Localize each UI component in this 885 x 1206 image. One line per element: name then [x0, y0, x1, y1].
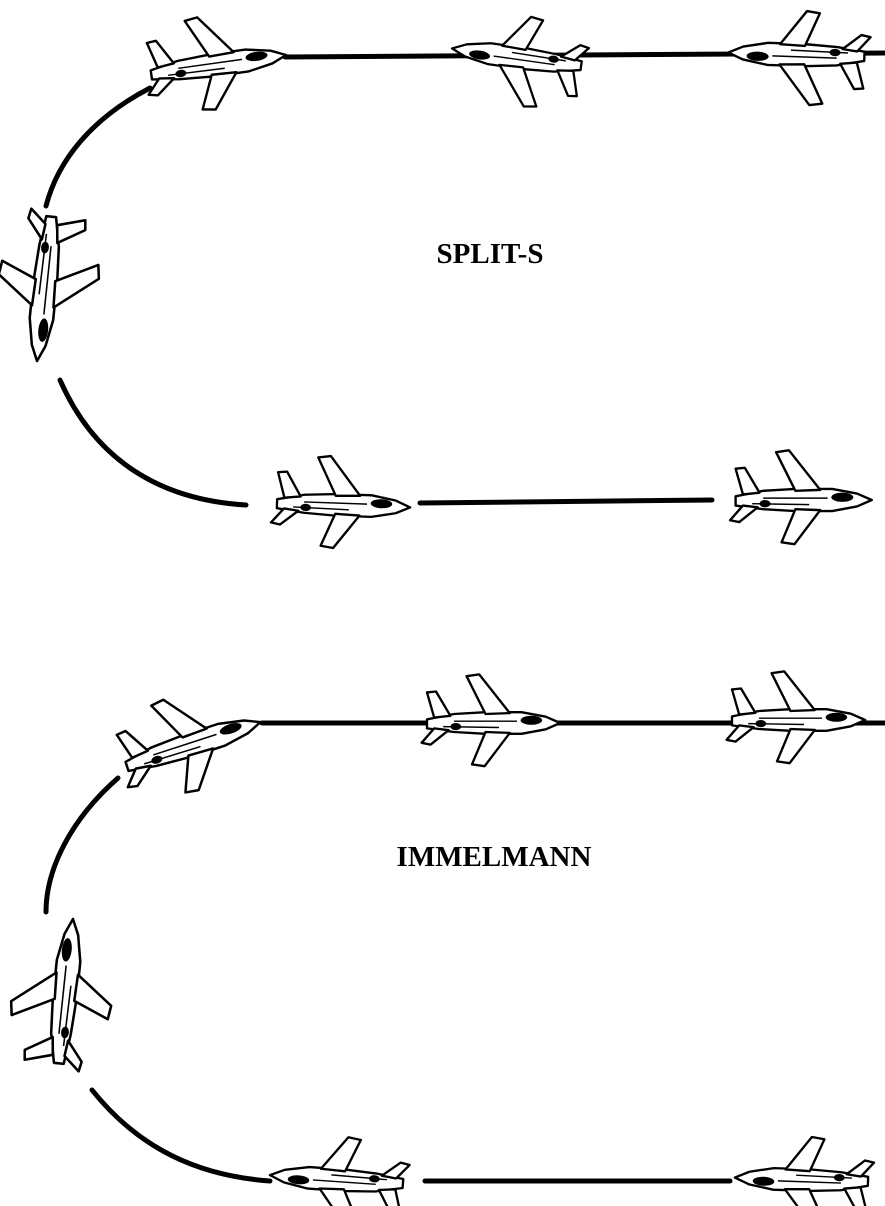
fighter-jet-icon [265, 1130, 413, 1206]
fighter-jet-icon [137, 4, 294, 120]
split-s-lower-arc [57, 377, 249, 508]
fighter-jet-icon [104, 672, 276, 812]
split-s-label: SPLIT-S [437, 238, 544, 270]
fighter-jet-icon [728, 449, 873, 546]
fighter-jet-icon [420, 673, 562, 768]
split-s-diagram: SPLIT-S [0, 4, 885, 552]
immelmann-label: IMMELMANN [397, 841, 592, 873]
fighter-jet-icon [725, 7, 873, 109]
fighter-jet-icon [731, 1133, 877, 1206]
fighter-jet-icon [725, 670, 867, 765]
immelmann-lower-arc [89, 1087, 273, 1184]
immelmann-upper-arc [43, 775, 121, 915]
fighter-jet-icon [3, 912, 122, 1076]
immelmann-diagram: IMMELMANN [3, 670, 885, 1206]
fighter-jet-icon [0, 204, 107, 368]
split-s-upper-arc [43, 85, 153, 209]
split-s-bottom-track [417, 497, 715, 506]
fighter-jet-icon [268, 452, 414, 552]
fighter-jet-icon [444, 5, 594, 116]
